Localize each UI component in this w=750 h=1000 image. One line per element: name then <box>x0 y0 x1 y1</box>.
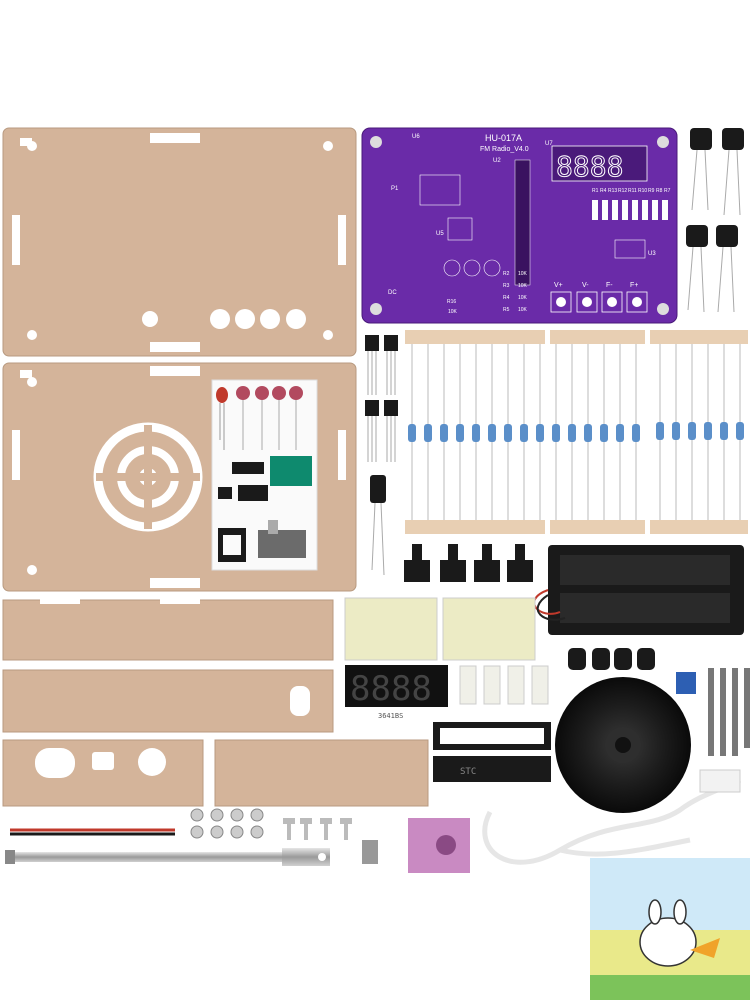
svg-text:R1: R1 <box>592 188 599 194</box>
tactile-button-icon <box>404 544 533 582</box>
svg-text:R12: R12 <box>618 188 627 194</box>
pcb-label-u2: U2 <box>493 158 501 164</box>
svg-text:R13: R13 <box>608 188 617 194</box>
speaker-grille-icon <box>93 422 203 532</box>
svg-text:R3: R3 <box>503 283 510 289</box>
usb-cable-icon <box>482 777 742 865</box>
resistor-strip <box>405 330 748 534</box>
pcb-subtitle: FM Radio_V4.0 <box>480 146 529 153</box>
switch-small-icon <box>362 840 378 864</box>
slide-switch-icon <box>258 530 306 558</box>
electrolytic-capacitor-icon <box>370 475 386 576</box>
svg-text:R9: R9 <box>648 188 655 194</box>
small-components-card <box>216 386 312 562</box>
svg-text:R11: R11 <box>628 188 637 194</box>
pcb-resistor-labels: R1 R4 R13 R12 R11 R10 R9 R8 R7 <box>592 188 671 194</box>
svg-text:10K: 10K <box>518 307 528 313</box>
nut-icon <box>190 808 264 839</box>
speaker-icon <box>555 677 691 813</box>
seven-segment-display: 8888 3641BS <box>345 665 448 720</box>
svg-text:10K: 10K <box>518 283 528 289</box>
regulator-icon <box>238 485 268 501</box>
transistor-icon <box>365 335 398 462</box>
svg-text:10K: 10K <box>518 295 528 301</box>
inductor-icon <box>686 128 744 313</box>
foam-pad-icon <box>442 597 536 661</box>
battery-holder-icon <box>533 545 744 635</box>
pcb-label-u5: U5 <box>436 231 444 237</box>
led-icon <box>216 387 228 450</box>
svg-text:F-: F- <box>606 282 613 289</box>
standoff-icon <box>459 665 549 705</box>
ic-chip-icon <box>232 462 264 474</box>
svg-text:R5: R5 <box>503 307 510 313</box>
pcb-display-outline: 8888 <box>556 150 623 183</box>
svg-text:F+: F+ <box>630 282 638 289</box>
acrylic-top-panel <box>2 127 357 357</box>
sticker-illustration <box>590 858 750 1000</box>
purple-pcb: HU-017A FM Radio_V4.0 U6 U7 U2 U5 U3 P1 … <box>361 127 678 324</box>
foam-pad-icon <box>344 597 438 661</box>
screw-icon <box>708 668 750 756</box>
knob-icon <box>568 648 655 670</box>
svg-text:R10: R10 <box>638 188 647 194</box>
pcb-label-u6: U6 <box>412 134 420 140</box>
svg-text:10K: 10K <box>448 309 458 315</box>
pcb-button-labels: V+ V- F- F+ <box>554 282 638 289</box>
svg-text:R7: R7 <box>664 188 671 194</box>
ceramic-capacitor-icon <box>236 386 303 400</box>
pcb-label-p1: P1 <box>391 186 399 192</box>
telescopic-antenna-icon <box>5 848 330 866</box>
pcb-label-dc: DC <box>388 290 397 296</box>
mcu-chip-icon: STC <box>433 722 551 782</box>
seven-segment-code: 3641BS <box>378 712 403 720</box>
svg-text:R4: R4 <box>600 188 607 194</box>
fm-module-icon <box>270 456 312 486</box>
mcu-marking: STC <box>460 767 476 777</box>
pcb-label-u3: U3 <box>648 251 656 257</box>
svg-text:V+: V+ <box>554 282 563 289</box>
seven-segment-digits: 8888 <box>350 669 432 709</box>
svg-text:R16: R16 <box>447 299 456 305</box>
acrylic-side-panels <box>2 599 429 807</box>
svg-text:R8: R8 <box>656 188 663 194</box>
potentiometer-icon <box>676 672 696 694</box>
svg-text:10K: 10K <box>518 271 528 277</box>
svg-text:R2: R2 <box>503 271 510 277</box>
svg-text:R4: R4 <box>503 295 510 301</box>
pcb-model: HU-017A <box>485 133 522 143</box>
pcb-label-u7: U7 <box>545 141 553 147</box>
machine-screw-icon <box>283 818 352 840</box>
pcb-10k-labels: R2 10K R3 10K R4 10K R5 10K R16 10K <box>447 271 528 315</box>
svg-text:V-: V- <box>582 282 589 289</box>
